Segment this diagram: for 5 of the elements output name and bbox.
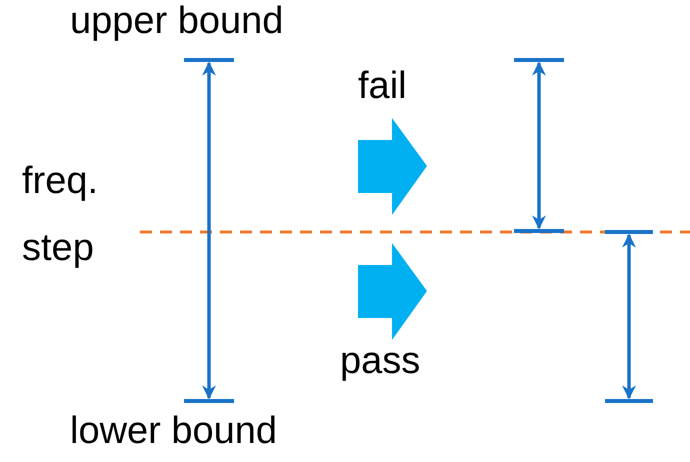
label: fail (358, 64, 407, 109)
label: freq. step (22, 159, 100, 270)
label: pass (340, 339, 420, 384)
label: upper bound (70, 0, 284, 44)
label: lower bound (70, 409, 278, 454)
